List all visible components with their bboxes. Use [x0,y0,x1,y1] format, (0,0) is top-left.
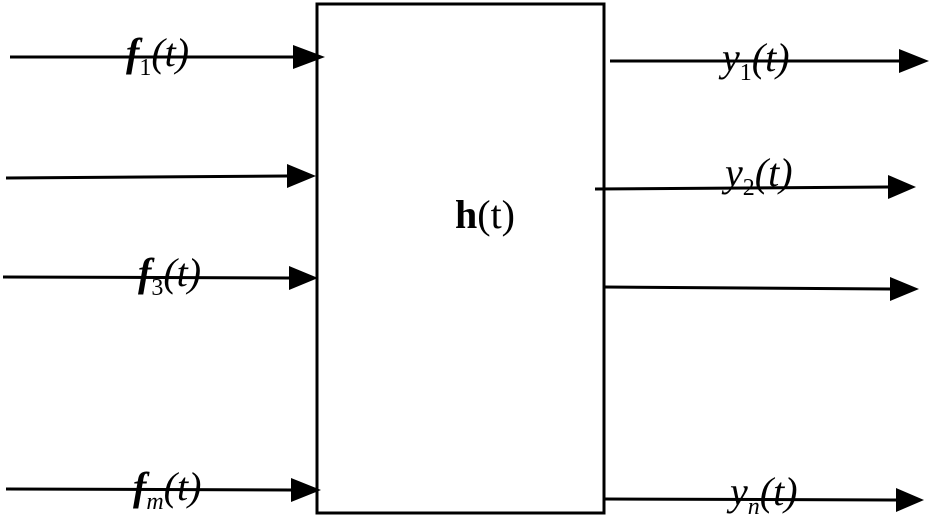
system-label: h(t) [455,192,515,237]
input-label-3: f3(t) [138,250,201,301]
input-label-m: fm(t) [133,464,201,515]
output-label-n: yn(t) [726,469,798,520]
system-label-arg: (t) [477,192,515,237]
output-label-2: y2(t) [721,150,793,201]
output-arrow-3 [604,277,919,301]
system-label-main: h [455,192,477,237]
output-label-1: y1(t) [718,35,790,86]
input-arrow-2 [6,164,316,188]
input-label-1: f1(t) [126,30,189,81]
system-block [317,4,604,513]
